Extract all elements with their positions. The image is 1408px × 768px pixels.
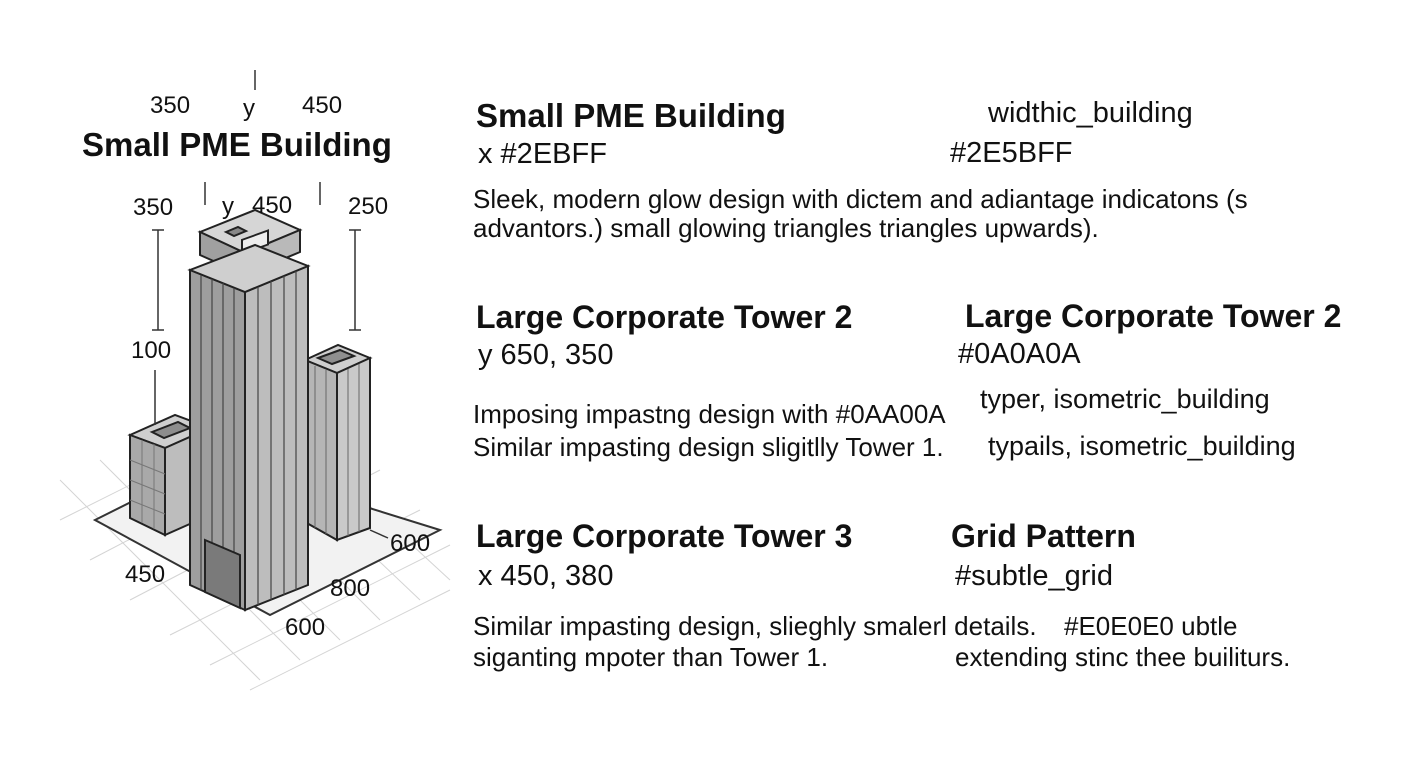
grid-pattern-color: #E0E0E0 (1064, 611, 1174, 641)
tower-3-description-line-1: Similar impasting design, slieghly smale… (473, 611, 1037, 641)
grid-pattern-line-1: #E0E0E0 ubtle (1064, 612, 1238, 641)
tower-3-description-line-2: siganting mpoter than Tower 1. (473, 642, 829, 672)
tower-3-value: x 450, 380 (478, 560, 614, 592)
tower-2-description-line-1: Imposing impastng design with #0AA00A (473, 400, 946, 429)
dim-label-top-left: 350 (150, 92, 191, 119)
dim-label-base-bottom: 600 (285, 614, 326, 641)
isometric-building-illustration (59, 70, 451, 691)
tower-2-right-value: #0A0A0A (958, 338, 1081, 370)
dim-label-base-middle: 800 (330, 575, 371, 602)
dim-label-base-right: 600 (390, 530, 431, 557)
small-pme-description-line-1: Sleek, modern glow design with dictem an… (473, 184, 1248, 214)
tower-2-right-line-1: typer, isometric_building (980, 384, 1270, 414)
grid-pattern-heading: Grid Pattern (951, 518, 1136, 554)
dimension-lines (152, 70, 389, 539)
right-building (302, 343, 373, 542)
grid-pattern-line-2: extending stinc thee builiturs. (955, 642, 1291, 672)
grid-pattern-value: #subtle_grid (955, 560, 1113, 592)
dim-label-side: 100 (131, 337, 172, 364)
tower-2-inline-color: #0AA00A (835, 399, 946, 429)
main-tower (187, 208, 311, 612)
dim-label-mid-right: 250 (348, 193, 389, 220)
dim-label-base-left: 450 (125, 561, 166, 588)
small-building (127, 413, 213, 537)
tower-3-heading: Large Corporate Tower 3 (476, 518, 853, 554)
dim-label-top-axis: y (243, 95, 255, 122)
dim-label-mid-left: 350 (133, 194, 174, 221)
tower-2-description-line-2: Similar impasting design sligitlly Tower… (473, 432, 944, 462)
small-pme-heading: Small PME Building (476, 97, 786, 134)
tower-2-heading: Large Corporate Tower 2 (476, 299, 853, 335)
small-pme-right-value: #2E5BFF (950, 137, 1073, 169)
tower-2-right-heading: Large Corporate Tower 2 (965, 298, 1342, 334)
dim-label-mid-axis: y (222, 193, 234, 220)
small-pme-right-label: widthic_building (988, 97, 1193, 129)
small-pme-description-line-2: advantors.) small glowing triangles tria… (473, 213, 1099, 243)
tower-2-right-line-2: typails, isometric_building (988, 431, 1296, 461)
small-pme-value: x #2EBFF (478, 138, 607, 170)
dim-label-top-right: 450 (302, 92, 343, 119)
tower-2-description-text: Imposing impastng design with (473, 399, 829, 429)
grid-pattern-line-1-text: ubtle (1181, 611, 1238, 641)
tower-2-value: y 650, 350 (478, 339, 614, 371)
illustration-title: Small PME Building (82, 126, 392, 163)
dim-label-mid-center: 450 (252, 192, 293, 219)
